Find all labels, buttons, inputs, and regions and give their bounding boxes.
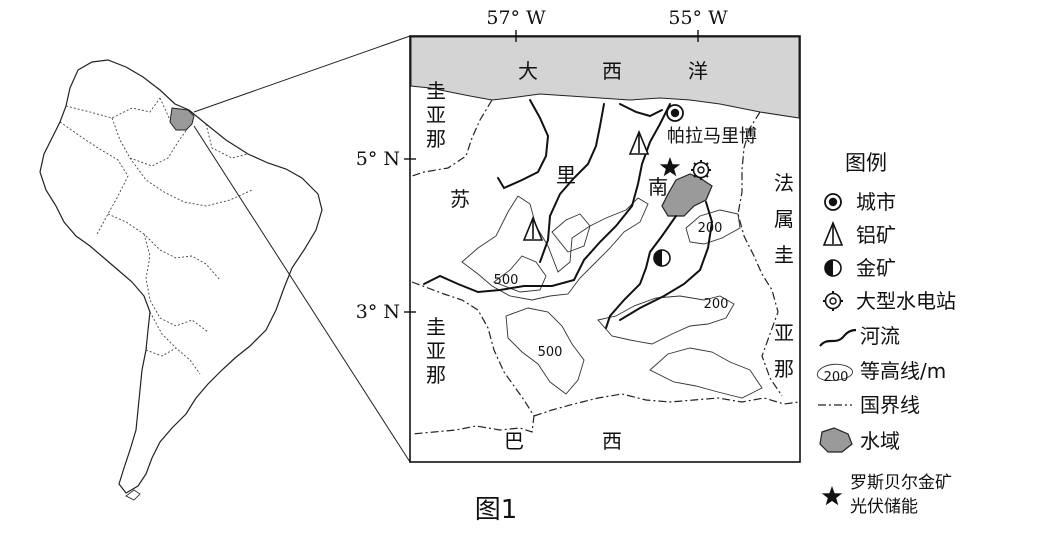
city-name-label: 帕拉马里博 [667,126,757,147]
aluminum-mine-marker-2 [522,215,544,241]
fg-char-5: 那 [774,357,794,381]
guyana-top-char-1: 圭 [426,79,446,103]
figure-caption: 图1 [475,495,518,525]
fg-char-2: 属 [774,207,794,231]
legend-city-icon [824,193,842,211]
guyana-bottom-char-2: 亚 [426,339,446,363]
legend-river-icon [819,328,857,347]
contour-value-labels: 200 200 500 500 [494,221,729,360]
lat-3n-label: 3° N [356,301,400,323]
south-america-overview [39,59,323,501]
legend-gold-label: 金矿 [856,256,896,280]
fg-char-4: 亚 [774,321,794,345]
legend-aluminum-mine-icon [822,220,844,246]
contour-label-200b: 200 [704,297,729,312]
guyana-top-char-2: 亚 [426,103,446,127]
legend-city-label: 城市 [856,190,896,214]
brazil-labels: 巴 西 [504,429,622,453]
legend-star-label-line2: 光伏储能 [850,497,918,517]
lon-55w-label: 55° W [668,7,728,29]
fg-char-1: 法 [774,171,794,195]
aluminum-mine-marker-1 [628,129,650,155]
guyana-bottom-char-3: 那 [426,363,446,387]
legend-hydropower-label: 大型水电站 [856,289,956,313]
connector-top [193,35,411,113]
guyana-bottom-char-1: 圭 [426,315,446,339]
star-marker [659,157,681,177]
brazil-char-2: 西 [602,429,622,453]
legend: 图例 城市 铝矿 金矿 大型 [816,151,956,517]
ocean-labels: 大 西 洋 [518,59,708,83]
legend-star-icon [821,486,843,506]
french-guiana-labels: 法 属 圭 亚 那 [774,171,794,381]
rivers [423,99,714,329]
legend-contour-label: 等高线/m [860,359,946,383]
legend-river-label: 河流 [860,324,900,348]
guyana-bottom-labels: 圭 亚 那 [426,315,446,387]
suriname-highlight [169,107,195,131]
city-marker [666,104,684,122]
contour-label-500a: 500 [494,273,519,288]
legend-water-icon [819,427,853,453]
legend-star-label-line1: 罗斯贝尔金矿 [850,473,952,493]
legend-gold-mine-icon [824,259,842,277]
legend-contour-value: 200 [824,370,849,385]
border-lines [411,99,800,435]
contour-lines [461,195,763,399]
lat-5n-label: 5° N [356,148,400,170]
suriname-char-3: 南 [648,175,668,199]
ocean-char-1: 大 [518,59,538,83]
inset-map: 大 西 洋 苏 里 南 圭 亚 那 圭 亚 那 法 属 圭 亚 那 巴 西 [409,35,801,463]
ocean-char-3: 洋 [688,59,708,83]
legend-title: 图例 [845,151,887,175]
suriname-char-2: 里 [556,163,576,187]
guyana-top-char-3: 那 [426,127,446,151]
contour-label-500b: 500 [538,345,563,360]
suriname-labels: 苏 里 南 [450,163,668,211]
coordinate-labels: 57° W 55° W 5° N 3° N [356,7,728,323]
legend-aluminum-label: 铝矿 [856,223,896,247]
legend-contour-icon: 200 [816,363,853,385]
connector-bottom [193,125,411,463]
fg-char-3: 圭 [774,243,794,267]
suriname-char-1: 苏 [450,187,470,211]
legend-water-label: 水域 [860,429,900,453]
gold-mine-marker [653,249,671,267]
brazil-char-1: 巴 [504,429,524,453]
contour-label-200a: 200 [698,221,723,236]
legend-hydropower-icon [823,291,843,311]
guyana-top-labels: 圭 亚 那 [426,79,446,151]
lon-57w-label: 57° W [486,7,546,29]
legend-border-label: 国界线 [860,393,920,417]
ocean-char-2: 西 [602,59,622,83]
hydropower-marker [691,160,711,180]
south-america-outline [39,59,323,494]
ocean-area [410,36,800,119]
